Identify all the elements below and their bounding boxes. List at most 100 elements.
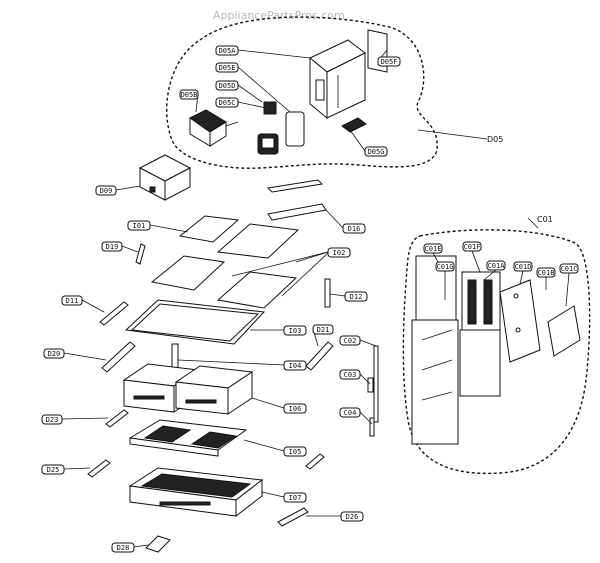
- label-c01g: C01G: [435, 261, 455, 272]
- label-text-c01b: C01B: [538, 269, 555, 277]
- label-text-d25: D25: [47, 466, 60, 474]
- glass-shelf-left-lower: [150, 255, 226, 291]
- label-d05d: D05D: [215, 80, 239, 91]
- label-d23: D23: [41, 414, 63, 425]
- ice-maker-housing: [309, 39, 366, 120]
- label-i06: I06: [283, 403, 307, 414]
- label-text-i06: I06: [289, 405, 302, 413]
- label-text-d19: D19: [106, 243, 119, 251]
- leader-line: [115, 185, 141, 191]
- label-d20: D20: [43, 348, 65, 359]
- label-c01b: C01B: [536, 267, 556, 278]
- label-i01: I01: [127, 220, 151, 231]
- label-text-c03: C03: [344, 371, 357, 379]
- leader-line: [237, 66, 291, 113]
- ice-maker-small-part: [263, 101, 277, 115]
- ice-maker-clip: [341, 117, 367, 133]
- label-i02: I02: [327, 247, 351, 258]
- leader-line: [359, 373, 371, 385]
- label-d05c: D05C: [215, 97, 239, 108]
- leader-line: [237, 84, 263, 103]
- label-i07: I07: [283, 492, 307, 503]
- label-text-d21: D21: [317, 326, 330, 334]
- label-text-d05c: D05C: [219, 99, 236, 107]
- leader-line: [281, 252, 329, 297]
- ice-maker-assembly-boundary: [166, 16, 438, 169]
- leader-line: [81, 299, 105, 313]
- leader-line: [325, 209, 344, 229]
- leader-line: [251, 397, 285, 409]
- door-cover-panel: [499, 279, 541, 363]
- rail-d26: [277, 507, 309, 527]
- label-text-c01e: C01E: [425, 245, 442, 253]
- label-text-d05f: D05F: [381, 58, 398, 66]
- label-text-d05d: D05D: [219, 82, 236, 90]
- label-text-d05g: D05G: [368, 148, 385, 156]
- label-text-d11: D11: [66, 297, 79, 305]
- label-i03: I03: [283, 325, 307, 336]
- label-text-d23: D23: [46, 416, 59, 424]
- label-text-d05b: D05B: [181, 91, 198, 99]
- label-c01d: C01D: [513, 261, 533, 272]
- label-c01a: C01A: [486, 260, 506, 271]
- leader-line: [359, 411, 373, 425]
- label-text-i02: I02: [333, 249, 346, 257]
- leader-line: [237, 49, 311, 59]
- label-c01e: C01E: [423, 243, 443, 254]
- label-d09: D09: [95, 185, 117, 196]
- label-d21: D21: [312, 324, 334, 335]
- leader-line: [349, 129, 366, 152]
- glass-shelf-left-upper: [178, 215, 240, 243]
- label-text-i03: I03: [289, 327, 302, 335]
- label-text-d05a: D05A: [219, 47, 237, 55]
- leader-line: [237, 101, 267, 109]
- freezer-drawer: [128, 467, 264, 518]
- shelf-trim-upper: [266, 179, 327, 221]
- label-text-d28: D28: [117, 544, 130, 552]
- crisper-drawer-right: [174, 365, 254, 415]
- leader-line: [261, 491, 285, 498]
- leader-line: [63, 467, 91, 470]
- label-text-c01f: C01F: [464, 243, 481, 251]
- label-text-d20: D20: [48, 350, 61, 358]
- side-trim-d11: [99, 301, 129, 326]
- leader-line: [329, 293, 346, 297]
- assembly-label-d05: D05: [487, 135, 503, 144]
- label-text-i04: I04: [289, 362, 302, 370]
- label-d12: D12: [344, 291, 368, 302]
- crisper-cover: [124, 299, 266, 345]
- side-trim-d19: [135, 243, 146, 265]
- watermark: AppliancePartsPros.com: [213, 9, 345, 22]
- leader-line: [121, 245, 139, 253]
- label-c03: C03: [339, 369, 361, 380]
- leader-line: [471, 250, 481, 273]
- leader-lines: [61, 49, 570, 548]
- label-d28: D28: [111, 542, 135, 553]
- label-text-c01a: C01A: [488, 262, 506, 270]
- label-c04: C04: [339, 407, 361, 418]
- label-d05f: D05F: [377, 56, 401, 67]
- rail-side-right: [305, 453, 325, 470]
- label-i05: I05: [283, 446, 307, 457]
- svg-text:D05: D05: [487, 135, 503, 144]
- leader-line: [133, 544, 149, 548]
- filter-d28: [145, 535, 171, 553]
- label-d26: D26: [340, 511, 364, 522]
- rail-d25: [87, 459, 111, 478]
- bracket-c03: [367, 377, 374, 393]
- door-panel-left: [411, 255, 459, 445]
- ice-tray-module: [189, 109, 239, 147]
- leader-line: [61, 417, 109, 420]
- label-text-i01: I01: [133, 222, 146, 230]
- rail-d23: [105, 409, 129, 428]
- bracket-c04: [369, 417, 375, 437]
- glass-shelf-right-lower: [216, 271, 298, 309]
- door-assembly-boundary: [402, 229, 591, 475]
- label-text-d16: D16: [348, 225, 361, 233]
- label-d05b: D05B: [179, 89, 199, 100]
- label-text-c04: C04: [344, 409, 357, 417]
- label-d05a: D05A: [215, 45, 239, 56]
- leader-line: [243, 439, 285, 452]
- leader-line: [565, 272, 570, 307]
